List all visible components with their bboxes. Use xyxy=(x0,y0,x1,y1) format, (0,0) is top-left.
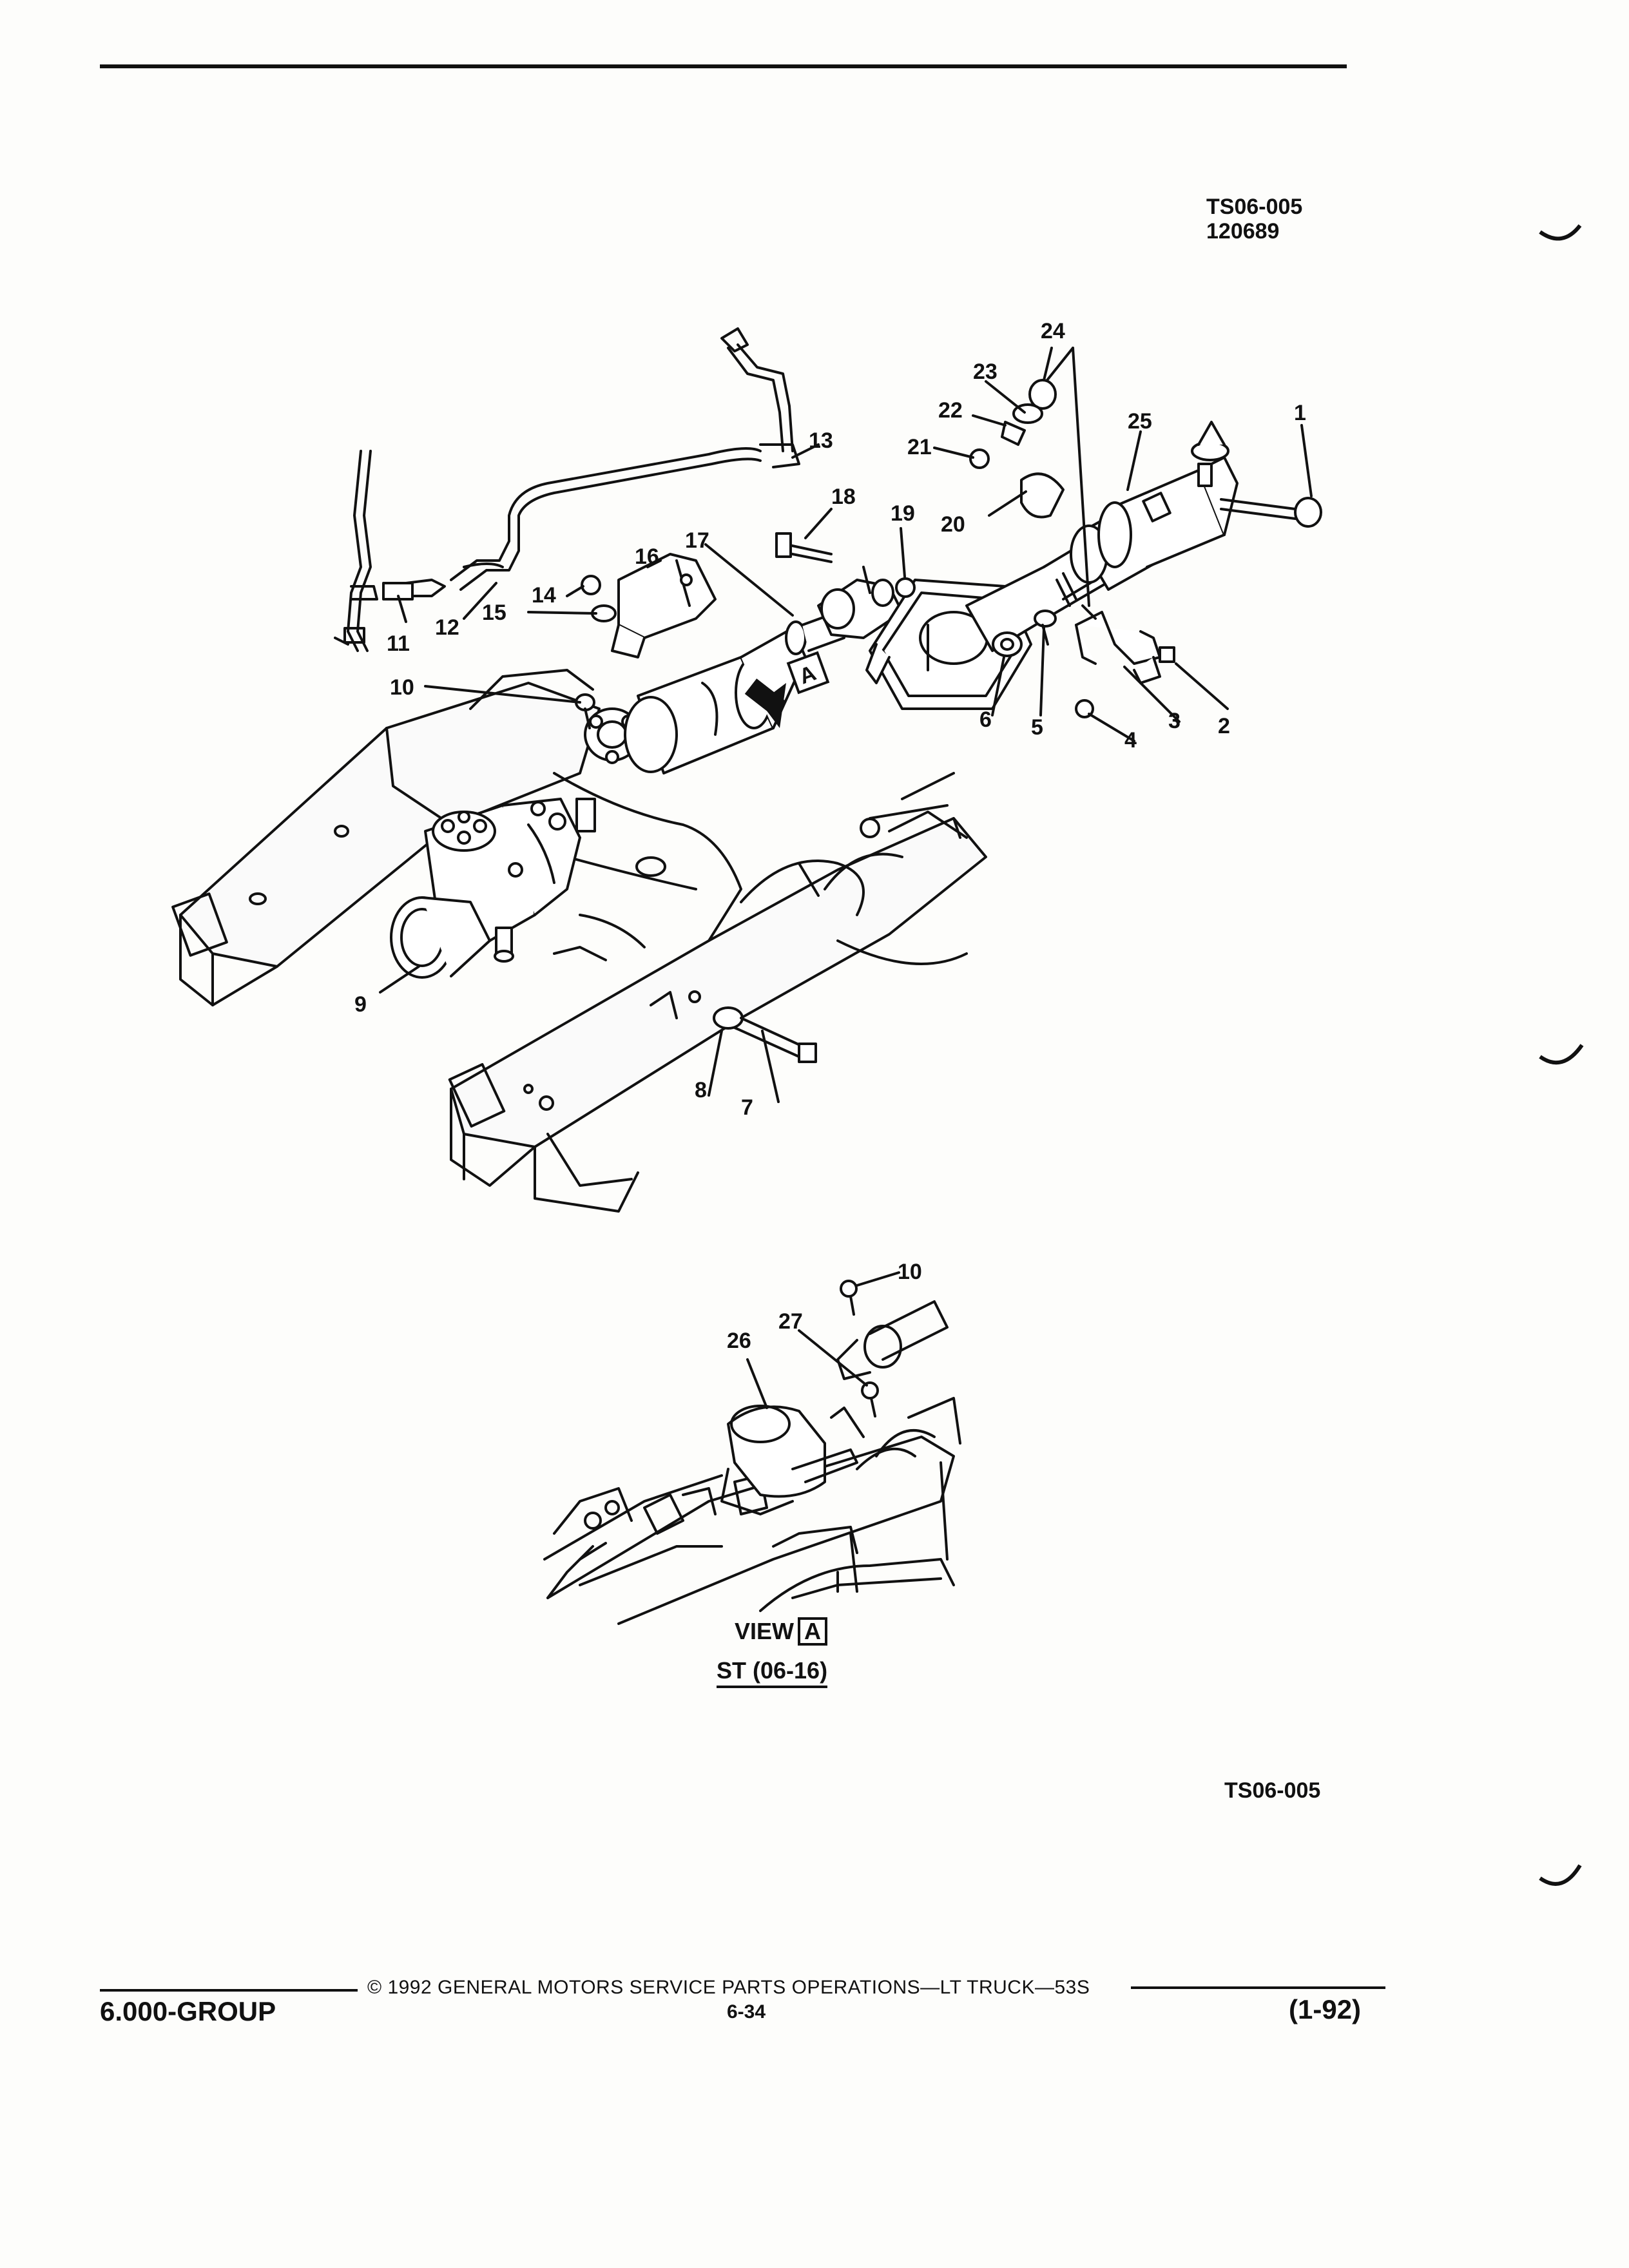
fasteners xyxy=(382,379,1322,1063)
footer-rule-left xyxy=(100,1989,358,1992)
callout-10: 10 xyxy=(390,675,414,700)
flex-coupling xyxy=(817,566,903,639)
callout-5: 5 xyxy=(1031,715,1043,740)
footer-revision: (1-92) xyxy=(1289,1994,1362,2024)
view-reference: ST (06-16) xyxy=(717,1657,828,1688)
callout-16: 16 xyxy=(635,544,659,569)
callout-11: 11 xyxy=(387,631,410,656)
intermediate-shaft xyxy=(584,611,845,774)
frame-rail-right xyxy=(448,772,987,1213)
frame-rail-left xyxy=(171,669,601,1006)
callout-1: 1 xyxy=(1294,401,1306,425)
view-a-arrow xyxy=(744,651,830,728)
callout-24: 24 xyxy=(1041,319,1065,343)
callout-7: 7 xyxy=(741,1095,753,1120)
leader-lines xyxy=(379,347,1313,1103)
column-bracket xyxy=(1075,604,1175,684)
callout-14: 14 xyxy=(532,583,556,608)
callout-6: 6 xyxy=(979,707,992,732)
callout-25: 25 xyxy=(1128,409,1152,434)
callout-8: 8 xyxy=(695,1078,707,1102)
figure-code: TS06-005 xyxy=(1206,195,1303,219)
callout-20: 20 xyxy=(941,512,965,537)
bottom-figure-code: TS06-005 xyxy=(1224,1778,1321,1803)
header-rule xyxy=(100,64,1347,68)
callout-23: 23 xyxy=(973,360,998,384)
steering-gear xyxy=(390,798,596,979)
view-callout-10: 10 xyxy=(898,1260,922,1284)
callout-3: 3 xyxy=(1168,709,1181,733)
footer-rule-right xyxy=(1131,1986,1385,1989)
crossmember xyxy=(553,772,742,961)
callout-9: 9 xyxy=(354,992,367,1017)
view-callout-labels: 10 26 27 xyxy=(727,1260,922,1353)
brake-hose xyxy=(334,327,800,652)
callout-19: 19 xyxy=(891,501,915,526)
callout-21: 21 xyxy=(907,435,932,459)
figure-date: 120689 xyxy=(1206,219,1280,244)
callout-4: 4 xyxy=(1124,728,1137,753)
callout-2: 2 xyxy=(1218,714,1230,738)
view-callout-27: 27 xyxy=(778,1309,803,1334)
footer-group: 6.000-GROUP xyxy=(100,1996,276,2026)
view-callout-26: 26 xyxy=(727,1329,751,1353)
callout-12: 12 xyxy=(435,615,459,640)
footer-copyright: © 1992 GENERAL MOTORS SERVICE PARTS OPER… xyxy=(367,1977,1090,1998)
callout-22: 22 xyxy=(938,398,963,423)
callout-15: 15 xyxy=(482,601,506,625)
view-caption-box: A xyxy=(798,1617,828,1646)
footer-page-number: 6-34 xyxy=(727,2001,766,2023)
callout-labels: 1 2 3 4 5 6 7 8 9 10 11 12 13 14 15 16 1… xyxy=(354,319,1306,1120)
support-bracket xyxy=(611,553,717,658)
callout-18: 18 xyxy=(831,485,856,509)
view-caption-label: VIEW xyxy=(735,1618,795,1644)
steering-column xyxy=(965,421,1239,652)
callout-13: 13 xyxy=(809,428,833,453)
callout-17: 17 xyxy=(685,528,709,553)
